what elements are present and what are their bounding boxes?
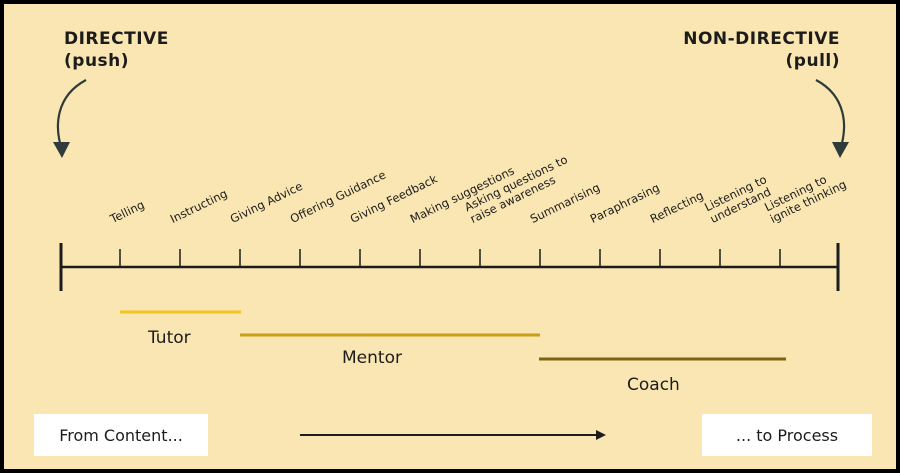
scale-ticks	[119, 249, 781, 267]
non-directive-title-line1: NON-DIRECTIVE	[683, 29, 840, 49]
non-directive-title: NON-DIRECTIVE (pull)	[683, 28, 840, 72]
left-curved-arrow-icon	[53, 79, 87, 158]
to-process-box: ... to Process	[702, 414, 872, 456]
tutor-label: Tutor	[148, 328, 191, 348]
directive-title: DIRECTIVE (push)	[64, 28, 169, 72]
directive-title-line2: (push)	[64, 51, 130, 71]
non-directive-title-line2: (pull)	[785, 51, 840, 71]
diagram-graphics	[53, 79, 849, 440]
from-content-box: From Content...	[34, 414, 208, 456]
diagram-canvas: DIRECTIVE (push) NON-DIRECTIVE (pull)	[4, 4, 896, 469]
directive-title-line1: DIRECTIVE	[64, 29, 169, 49]
right-curved-arrow-icon	[815, 79, 849, 158]
coach-label: Coach	[627, 375, 680, 395]
mentor-label: Mentor	[342, 348, 402, 368]
